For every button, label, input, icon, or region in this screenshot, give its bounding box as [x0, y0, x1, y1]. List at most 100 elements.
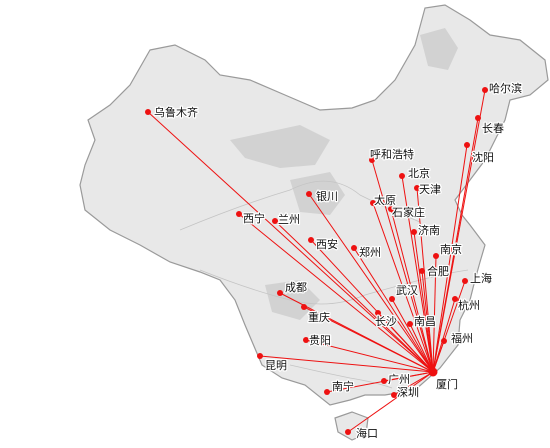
city-marker-city-4: [145, 109, 151, 115]
route-line-city-12: [274, 220, 434, 373]
route-line-city-27: [259, 355, 434, 373]
hub-label: 厦门: [436, 377, 458, 391]
city-marker-city-22: [301, 304, 307, 310]
route-line-city-22: [303, 306, 434, 373]
city-marker-city-26: [303, 337, 309, 343]
city-label-city-15: 郑州: [359, 245, 381, 259]
route-lines: [147, 89, 486, 433]
route-line-city-13: [413, 231, 434, 373]
city-marker-city-6: [399, 173, 405, 179]
city-marker-city-8: [306, 191, 312, 197]
city-marker-city-10: [388, 206, 394, 212]
route-line-city-26: [305, 339, 434, 373]
city-label-city-13: 济南: [418, 223, 440, 237]
city-label-city-30: 深圳: [397, 386, 419, 399]
route-line-city-10: [390, 208, 434, 373]
city-marker-city-23: [375, 310, 381, 316]
city-label-city-18: 上海: [470, 271, 492, 285]
city-label-city-8: 银川: [316, 189, 338, 203]
city-marker-city-29: [324, 389, 330, 395]
city-label-city-17: 合肥: [427, 264, 449, 278]
city-marker-city-13: [411, 229, 417, 235]
city-label-city-9: 太原: [374, 194, 396, 207]
city-marker-city-20: [389, 296, 395, 302]
city-label-city-7: 天津: [419, 183, 441, 196]
city-label-city-27: 昆明: [265, 359, 287, 372]
city-marker-city-12: [272, 218, 278, 224]
route-line-city-31: [347, 371, 434, 433]
city-label-city-28: 广州: [388, 373, 410, 386]
northeast-shading: [420, 28, 458, 70]
city-label-city-23: 长沙: [375, 315, 397, 328]
yellow-river: [179, 180, 421, 231]
route-line-city-9: [372, 202, 434, 373]
city-label-city-14: 西安: [316, 237, 338, 251]
city-label-city-25: 福州: [451, 331, 473, 345]
city-label-city-12: 兰州: [278, 213, 300, 226]
city-marker-city-7: [414, 185, 420, 191]
city-marker-city-27: [257, 353, 263, 359]
route-line-city-3: [432, 144, 468, 373]
route-line-city-25: [432, 340, 445, 373]
city-marker-city-31: [345, 429, 351, 435]
city-label-city-3: 沈阳: [472, 150, 494, 164]
route-line-city-4: [147, 111, 434, 373]
city-labels: 哈尔滨长春沈阳 乌鲁木齐呼和浩特北京天津 银川 太原石家庄 西宁兰州济南西安郑州 南京合肥…: [153, 80, 524, 442]
city-marker-city-17: [419, 268, 425, 274]
city-label-city-20: 武汉: [396, 284, 418, 297]
route-line-city-17: [421, 270, 434, 373]
city-label-city-29: 南宁: [332, 379, 354, 393]
city-markers: [145, 87, 488, 435]
city-marker-city-1: [482, 87, 488, 93]
city-marker-city-25: [441, 338, 447, 344]
city-label-city-4: 乌鲁木齐: [154, 105, 198, 119]
city-marker-city-14: [308, 237, 314, 243]
city-label-city-19: 成都: [285, 281, 307, 294]
city-label-city-21: 杭州: [458, 298, 480, 312]
china-landmass: [79, 4, 549, 441]
city-label-city-22: 重庆: [308, 310, 330, 324]
yangtze-river: [199, 269, 469, 305]
city-marker-city-24: [407, 321, 413, 327]
city-marker-city-5: [369, 157, 375, 163]
city-marker-city-9: [370, 200, 376, 206]
city-label-city-2: 长春: [482, 122, 504, 135]
route-line-city-21: [432, 298, 456, 373]
city-label-city-1: 哈尔滨: [489, 81, 522, 95]
route-line-city-24: [409, 323, 434, 373]
loess-shading: [290, 172, 345, 215]
city-marker-city-15: [351, 245, 357, 251]
city-marker-city-18: [462, 278, 468, 284]
route-line-city-23: [377, 312, 434, 373]
city-marker-city-11: [236, 211, 242, 217]
city-label-city-6: 北京: [408, 166, 430, 180]
route-line-city-6: [401, 175, 434, 373]
route-line-city-16: [432, 255, 437, 373]
plateau-shading: [230, 125, 330, 168]
city-label-city-5: 呼和浩特: [370, 147, 414, 161]
route-line-city-8: [308, 193, 434, 373]
route-line-city-7: [416, 187, 434, 373]
city-label-city-11: 西宁: [243, 211, 265, 225]
city-label-city-10: 石家庄: [392, 205, 425, 219]
city-marker-city-21: [452, 296, 458, 302]
city-label-city-24: 南昌: [414, 315, 436, 328]
city-marker-city-28: [381, 378, 387, 384]
pearl-river: [289, 364, 393, 389]
hainan-island: [334, 411, 369, 441]
route-line-city-11: [238, 213, 434, 373]
route-line-city-5: [371, 159, 434, 373]
city-marker-city-30: [391, 392, 397, 398]
city-label-city-31: 海口: [356, 426, 378, 440]
route-line-city-30: [393, 371, 434, 396]
city-marker-city-3: [464, 142, 470, 148]
route-line-city-29: [326, 371, 434, 393]
route-line-city-15: [353, 247, 434, 373]
city-marker-city-19: [277, 290, 283, 296]
route-line-city-2: [432, 117, 479, 373]
city-marker-city-16: [433, 253, 439, 259]
city-marker-city-2: [475, 115, 481, 121]
hub-marker: [428, 367, 438, 377]
city-label-city-16: 南京: [440, 242, 462, 256]
